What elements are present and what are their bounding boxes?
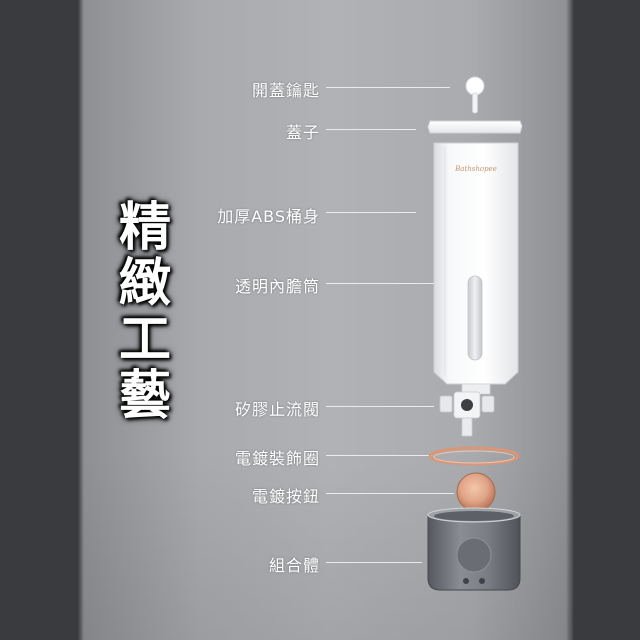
label-button: 電鍍按鈕: [251, 487, 320, 506]
inner-tube-window: [467, 275, 483, 361]
label-valve: 矽膠止流閥: [234, 400, 320, 419]
label-assembly: 組合體: [268, 556, 320, 575]
valve-shape: [439, 383, 495, 437]
leader-line-key: [326, 87, 450, 88]
bottle-body-shape: Bathshopee: [433, 142, 519, 385]
button-shape: [456, 472, 496, 512]
title-char: 藝: [118, 366, 171, 426]
leader-line-button: [326, 493, 454, 494]
leader-line-assembly: [326, 562, 422, 563]
leader-line-trim-ring: [326, 455, 432, 456]
label-key: 開蓋鑰匙: [251, 81, 320, 100]
trim-ring-shape: [428, 446, 520, 466]
leader-line-inner-tube: [326, 283, 462, 284]
label-inner-tube: 透明內膽筒: [234, 277, 320, 296]
leader-line-lid: [326, 129, 416, 130]
leader-line-valve: [326, 406, 434, 407]
title-char: 精: [118, 198, 171, 258]
label-body: 加厚ABS桶身: [217, 207, 320, 226]
title-char: 緻: [118, 254, 171, 314]
vertical-title: 精 緻 工 藝: [112, 200, 178, 424]
key-icon: [465, 76, 485, 114]
label-lid: 蓋子: [285, 123, 320, 142]
leader-line-body: [326, 212, 416, 213]
assembly-cup-shape: [427, 507, 521, 591]
title-char: 工: [118, 310, 171, 370]
brand-script: Bathshopee: [454, 165, 497, 173]
lid-shape: [427, 120, 523, 134]
label-trim-ring: 電鍍裝飾圈: [234, 449, 320, 468]
